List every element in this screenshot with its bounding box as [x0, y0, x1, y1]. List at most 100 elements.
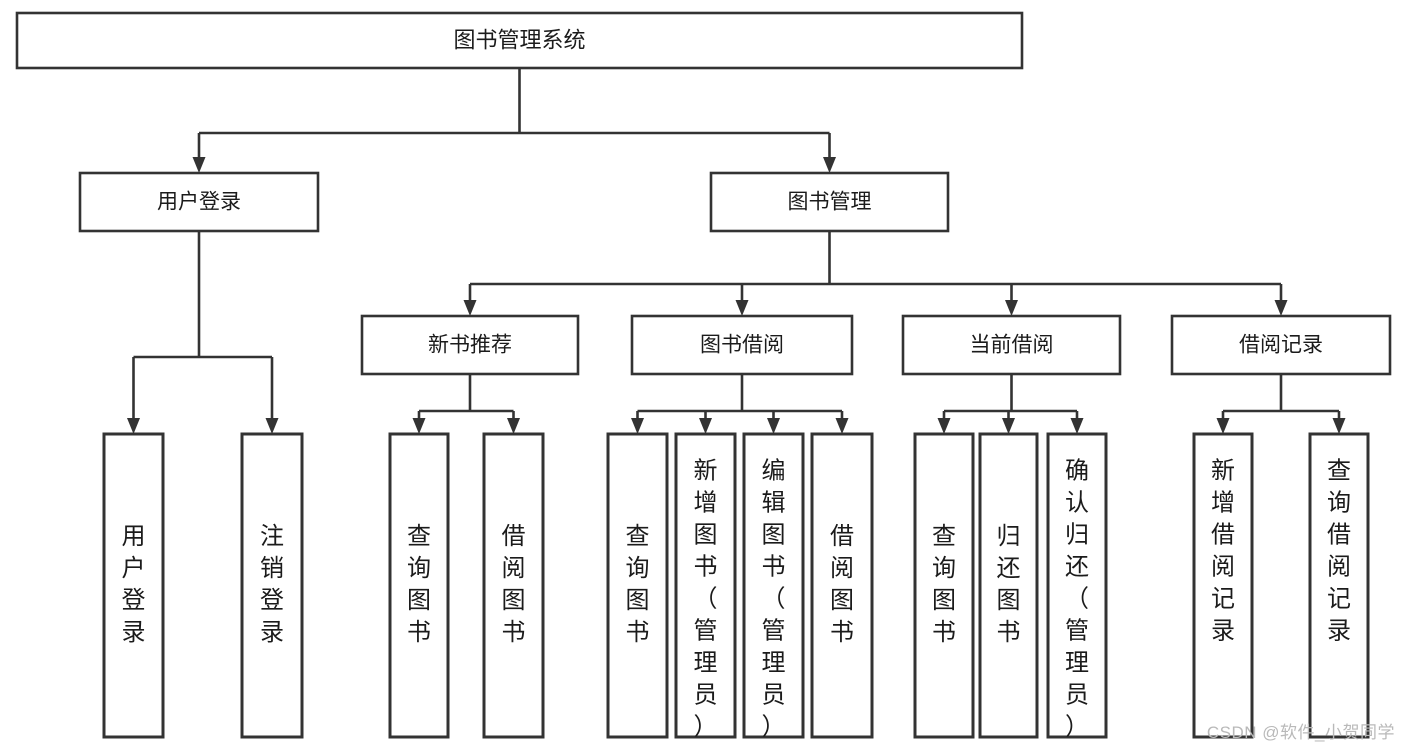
svg-text:还: 还	[997, 555, 1021, 582]
node-book-manage[interactable]: 图书管理	[709, 171, 950, 233]
svg-text:书: 书	[997, 619, 1021, 646]
connector-arrowhead	[463, 300, 477, 316]
node-book-borrow-rect[interactable]	[630, 314, 854, 376]
svg-text:借: 借	[502, 523, 526, 550]
svg-text:辑: 辑	[762, 489, 786, 516]
node-book-manage-rect[interactable]	[709, 171, 950, 233]
node-leaf-add-borrow-record-rect[interactable]	[1192, 432, 1254, 739]
svg-text:增: 增	[1211, 489, 1235, 516]
node-borrow-record[interactable]: 借阅记录	[1170, 314, 1392, 376]
svg-text:登: 登	[122, 587, 146, 614]
svg-text:书: 书	[830, 619, 854, 646]
node-leaf-query-book-current-rect[interactable]	[913, 432, 975, 739]
svg-text:书: 书	[407, 619, 431, 646]
node-leaf-confirm-return-rect[interactable]	[1046, 432, 1108, 739]
node-leaf-user-login[interactable]: 用户登录	[102, 432, 165, 739]
svg-text:询: 询	[626, 555, 650, 582]
svg-text:管: 管	[762, 617, 786, 644]
node-current-borrow[interactable]: 当前借阅	[901, 314, 1122, 376]
node-root[interactable]: 图书管理系统	[15, 11, 1024, 70]
node-leaf-return-book-rect[interactable]	[978, 432, 1039, 739]
node-user-login-rect[interactable]	[78, 171, 320, 233]
node-leaf-query-book-borrow-rect[interactable]	[606, 432, 669, 739]
connector-arrowhead	[735, 300, 749, 316]
svg-text:借: 借	[830, 523, 854, 550]
svg-text:记: 记	[1211, 585, 1235, 612]
svg-text:编: 编	[762, 457, 786, 484]
svg-text:理: 理	[762, 649, 786, 676]
edge-group-root	[192, 68, 836, 173]
svg-text:查: 查	[932, 523, 956, 550]
node-leaf-query-borrow-record-rect[interactable]	[1308, 432, 1370, 739]
node-root-rect[interactable]	[15, 11, 1024, 70]
svg-text:增: 增	[694, 489, 718, 516]
node-borrow-record-label: 借阅记录	[1239, 334, 1323, 357]
svg-text:理: 理	[1065, 649, 1089, 676]
node-leaf-user-logout-rect[interactable]	[240, 432, 304, 739]
svg-text:借: 借	[1211, 521, 1235, 548]
connector-arrowhead	[265, 418, 279, 434]
svg-text:（: （	[762, 585, 786, 612]
svg-text:员: 员	[694, 681, 718, 708]
connector-arrowhead	[699, 418, 712, 434]
connector-arrowhead	[835, 418, 849, 434]
svg-text:书: 书	[932, 619, 956, 646]
connector-arrowhead	[1005, 300, 1018, 316]
svg-text:）: ）	[694, 713, 718, 740]
node-borrow-record-rect[interactable]	[1170, 314, 1392, 376]
svg-text:图: 图	[502, 587, 526, 614]
node-leaf-borrow-book-rect[interactable]	[810, 432, 874, 739]
svg-text:图: 图	[997, 587, 1021, 614]
node-leaf-borrow-book-recommend-rect[interactable]	[482, 432, 545, 739]
edge-group-current-borrow	[937, 374, 1084, 434]
node-leaf-user-login-rect[interactable]	[102, 432, 165, 739]
connector-arrowhead	[1274, 300, 1288, 316]
svg-text:图: 图	[932, 587, 956, 614]
svg-text:（: （	[694, 585, 718, 612]
node-user-login[interactable]: 用户登录	[78, 171, 320, 233]
edge-group-user-login	[127, 231, 279, 434]
node-current-borrow-rect[interactable]	[901, 314, 1122, 376]
svg-text:录: 录	[122, 619, 146, 646]
node-leaf-edit-book-rect[interactable]	[742, 432, 805, 739]
svg-text:图: 图	[694, 521, 718, 548]
svg-text:录: 录	[260, 619, 284, 646]
svg-text:阅: 阅	[1327, 553, 1351, 580]
svg-text:书: 书	[694, 553, 718, 580]
node-new-book-recommend-rect[interactable]	[360, 314, 580, 376]
svg-text:图: 图	[626, 587, 650, 614]
connector-arrowhead	[127, 418, 140, 434]
svg-text:管: 管	[694, 617, 718, 644]
connector-layer	[127, 68, 1346, 434]
connector-arrowhead	[767, 418, 780, 434]
connector-arrowhead	[823, 157, 836, 173]
svg-text:借: 借	[1327, 521, 1351, 548]
node-leaf-query-book-recommend-rect[interactable]	[388, 432, 450, 739]
edge-group-book-borrow	[631, 374, 849, 434]
node-book-borrow[interactable]: 图书借阅	[630, 314, 854, 376]
svg-text:图: 图	[762, 521, 786, 548]
connector-arrowhead	[1216, 418, 1230, 434]
node-new-book-recommend[interactable]: 新书推荐	[360, 314, 580, 376]
svg-text:询: 询	[1327, 489, 1351, 516]
node-leaf-add-book-rect[interactable]	[674, 432, 737, 739]
svg-text:图: 图	[830, 587, 854, 614]
